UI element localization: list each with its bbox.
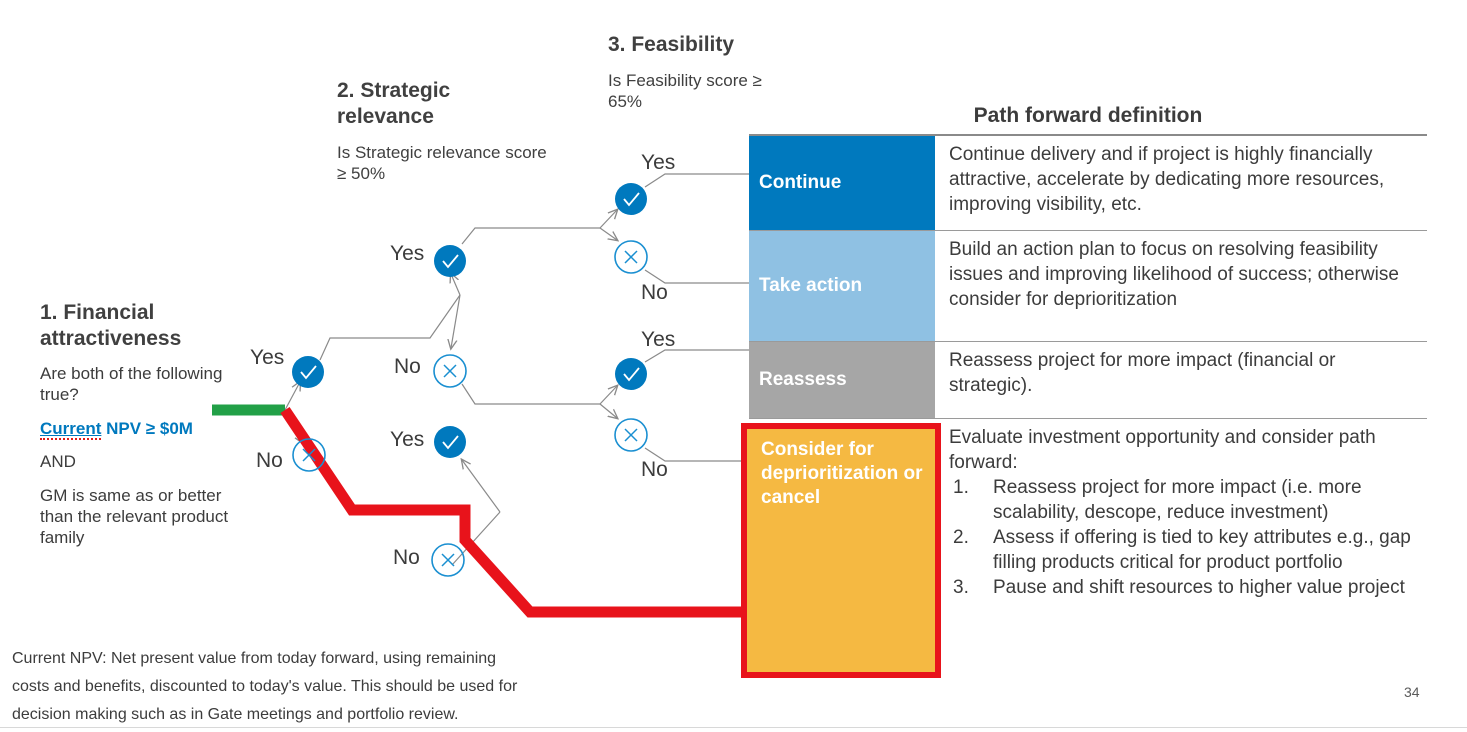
path-red-highlighted bbox=[280, 406, 941, 618]
highlighted-outcome-box[interactable]: Consider for deprioritization or cancel bbox=[741, 423, 941, 678]
table-rule-2 bbox=[749, 341, 1427, 342]
edge-feas-b-yes-out bbox=[644, 349, 749, 363]
category-take-action: Take action bbox=[749, 231, 935, 341]
label-feas-b-no: No bbox=[641, 458, 668, 481]
consider-item-2: Assess if offering is tied to key attrib… bbox=[953, 525, 1411, 573]
edge-feas-a-no-out bbox=[644, 269, 749, 284]
stage-1-conjunction: AND bbox=[40, 452, 76, 471]
node-stage1-no-cross bbox=[292, 438, 326, 472]
description-consider: Evaluate investment opportunity and cons… bbox=[935, 419, 1427, 659]
edge-stage2-upper-yes bbox=[451, 274, 461, 296]
edge-stage2-lower-no bbox=[451, 511, 501, 566]
category-continue: Continue bbox=[749, 136, 935, 230]
stage-1-financial-attractiveness: 1. Financial attractiveness Are both of … bbox=[40, 300, 230, 548]
node-stage1-yes-check bbox=[292, 356, 324, 388]
decision-tree-diagram bbox=[212, 173, 941, 618]
consider-intro: Evaluate investment opportunity and cons… bbox=[949, 427, 1376, 473]
edge-feas-b-no-out bbox=[644, 447, 749, 462]
node-feas-a-yes-check bbox=[615, 183, 647, 215]
label-stage2-lower-no: No bbox=[393, 546, 420, 569]
footnote-current-npv: Current NPV: Net present value from toda… bbox=[12, 650, 518, 723]
edge-feas-b-no bbox=[599, 403, 617, 418]
node-stage2-upper-no-cross bbox=[433, 354, 467, 388]
label-stage2-upper-yes: Yes bbox=[390, 242, 425, 265]
table-rule-3 bbox=[749, 418, 1427, 419]
path-forward-header: Path forward definition bbox=[973, 104, 1203, 127]
description-continue: Continue delivery and if project is high… bbox=[949, 144, 1385, 215]
stage-1-question: Are both of the following true? bbox=[40, 364, 223, 404]
edge-yes-to-stage2-split bbox=[319, 294, 461, 361]
path-forward-table: Path forward definition Continue Continu… bbox=[749, 104, 1427, 659]
stage-1-criterion-gm: GM is same as or better than the relevan… bbox=[40, 486, 229, 547]
edge-feas-a-yes bbox=[599, 210, 617, 229]
label-feas-a-no: No bbox=[641, 281, 668, 304]
edge-stage2yes-to-feas-a bbox=[461, 227, 600, 245]
stage-3-subtitle: Is Feasibility score ≥ 65% bbox=[608, 71, 762, 111]
table-row-reassess[interactable]: Reassess Reassess project for more impac… bbox=[749, 342, 1427, 418]
table-top-rule bbox=[749, 134, 1427, 136]
page-number: 34 bbox=[1404, 684, 1420, 700]
edge-feas-b-yes bbox=[599, 386, 617, 405]
edge-stage1-yes bbox=[284, 382, 300, 411]
edge-stage2-upper-no bbox=[451, 294, 461, 348]
criterion-npv-rest: NPV ≥ $0M bbox=[101, 419, 193, 438]
bottom-divider bbox=[0, 727, 1467, 728]
node-feas-b-no-cross bbox=[614, 418, 648, 452]
table-row-continue[interactable]: Continue Continue delivery and if projec… bbox=[749, 136, 1427, 230]
description-take-action: Build an action plan to focus on resolvi… bbox=[949, 239, 1399, 310]
label-stage1-no: No bbox=[256, 449, 283, 472]
category-reassess: Reassess bbox=[749, 342, 935, 418]
description-reassess: Reassess project for more impact (financ… bbox=[949, 350, 1336, 396]
node-stage2-upper-yes-check bbox=[434, 245, 466, 277]
table-row-consider-deprioritization[interactable]: Evaluate investment opportunity and cons… bbox=[749, 419, 1427, 659]
label-feas-a-yes: Yes bbox=[641, 151, 676, 174]
consider-list: Reassess project for more impact (i.e. m… bbox=[949, 475, 1423, 600]
table-row-take-action[interactable]: Take action Build an action plan to focu… bbox=[749, 231, 1427, 341]
edge-stage2no-to-feas-b bbox=[461, 383, 600, 405]
criterion-word-current: Current bbox=[40, 419, 102, 440]
stage-2-title: 2. Strategic relevance bbox=[337, 79, 451, 128]
category-consider-for-deprioritization: Consider for deprioritization or cancel bbox=[761, 439, 923, 508]
consider-item-1: Reassess project for more impact (i.e. m… bbox=[953, 475, 1362, 523]
edge-feas-a-no bbox=[599, 227, 617, 240]
node-feas-a-no-cross bbox=[614, 240, 648, 274]
stage-3-title: 3. Feasibility bbox=[608, 33, 735, 56]
node-stage2-lower-yes-check bbox=[434, 426, 466, 458]
edge-stage2-lower-yes bbox=[462, 460, 501, 513]
stage-2-strategic-relevance: 2. Strategic relevance Is Strategic rele… bbox=[337, 78, 552, 184]
label-feas-b-yes: Yes bbox=[641, 328, 676, 351]
stage-2-subtitle: Is Strategic relevance score ≥ 50% bbox=[337, 143, 547, 183]
stage-1-criterion-npv: Current NPV ≥ $0M bbox=[40, 419, 230, 440]
node-feas-b-yes-check bbox=[615, 358, 647, 390]
consider-item-3: Pause and shift resources to higher valu… bbox=[953, 575, 1405, 600]
edge-feas-a-yes-out bbox=[644, 173, 749, 188]
label-stage2-upper-no: No bbox=[394, 355, 421, 378]
table-rule-1 bbox=[749, 230, 1427, 231]
stage-1-title: 1. Financial attractiveness bbox=[40, 301, 182, 350]
label-stage1-yes: Yes bbox=[250, 346, 285, 369]
label-stage2-lower-yes: Yes bbox=[390, 428, 425, 451]
stage-3-feasibility: 3. Feasibility Is Feasibility score ≥ 65… bbox=[608, 32, 773, 112]
node-stage2-lower-no-cross bbox=[431, 543, 465, 577]
